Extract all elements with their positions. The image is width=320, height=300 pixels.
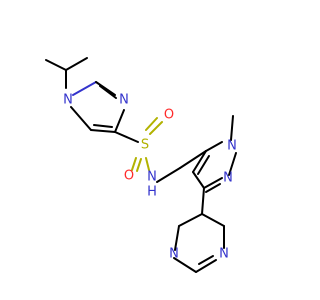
bond-imid-c4-c5-double — [93, 124, 113, 128]
bond-c4-s — [114, 131, 139, 143]
bond-s-n — [145, 157, 150, 171]
bond-s-o-left-double — [136, 158, 142, 172]
bond-imid-n3-c4 — [114, 109, 125, 133]
bond-isopropyl-methyl-right — [65, 57, 88, 71]
bond-pyr-c3-c4 — [192, 171, 205, 189]
atom-n-pyrazine-top: N — [219, 247, 229, 262]
atom-n-pyrazine-bottom: N — [169, 247, 179, 262]
atom-s: S — [141, 138, 149, 153]
bond-pz-n4-c5 — [173, 257, 197, 273]
atom-n-imidazole-3: N — [119, 93, 129, 108]
bond-pz-n1-c2b — [201, 213, 225, 227]
bond-pz-c5-c6 — [195, 259, 217, 273]
atom-n-pyrazole-2: N — [223, 171, 233, 186]
atom-o-left: O — [124, 169, 134, 184]
bond-s-o-left — [131, 157, 137, 171]
bond-pyr-n1-methyl — [230, 115, 234, 141]
bond-imid-c2-n3-double — [99, 85, 117, 99]
bond-ch2-pyrazole — [179, 150, 207, 169]
bond-pyr-c4-c5-double — [197, 155, 210, 175]
bond-pz-c3-n4 — [174, 225, 180, 251]
bond-imid-c5-n1 — [70, 106, 92, 131]
bond-pyr-n1-n2 — [228, 152, 237, 176]
atom-h-sulfonamide: H — [147, 185, 157, 200]
bond-pyr-n2-c3 — [203, 177, 223, 189]
bond-pz-c2-c3 — [178, 213, 203, 227]
bond-s-o-top-double — [145, 117, 158, 131]
bond-pz-c5-c6-double — [198, 255, 214, 265]
atom-n-sulfonamide: N — [147, 170, 157, 185]
bond-imid-c2-n3 — [95, 81, 116, 96]
bond-pyr-c4-c5 — [192, 150, 207, 173]
atom-o-top: O — [164, 108, 174, 123]
bond-n-ch2 — [156, 167, 181, 183]
bond-isopropyl-methyl-left — [45, 59, 67, 71]
bond-imid-n1-c2 — [72, 81, 97, 96]
atom-n-imidazole-1: N — [63, 93, 73, 108]
molecule-structure: N N S O O N H N N N N — [45, 57, 237, 273]
bond-imid-c4-c5 — [90, 129, 116, 133]
bond-pyrazole-pyrazine — [201, 187, 205, 215]
bond-pyr-n2-c3-double — [205, 183, 221, 193]
atom-n-pyrazole-1: N — [227, 139, 237, 154]
bond-pyr-c5-n1 — [205, 141, 223, 152]
bond-s-o-top — [149, 121, 163, 135]
